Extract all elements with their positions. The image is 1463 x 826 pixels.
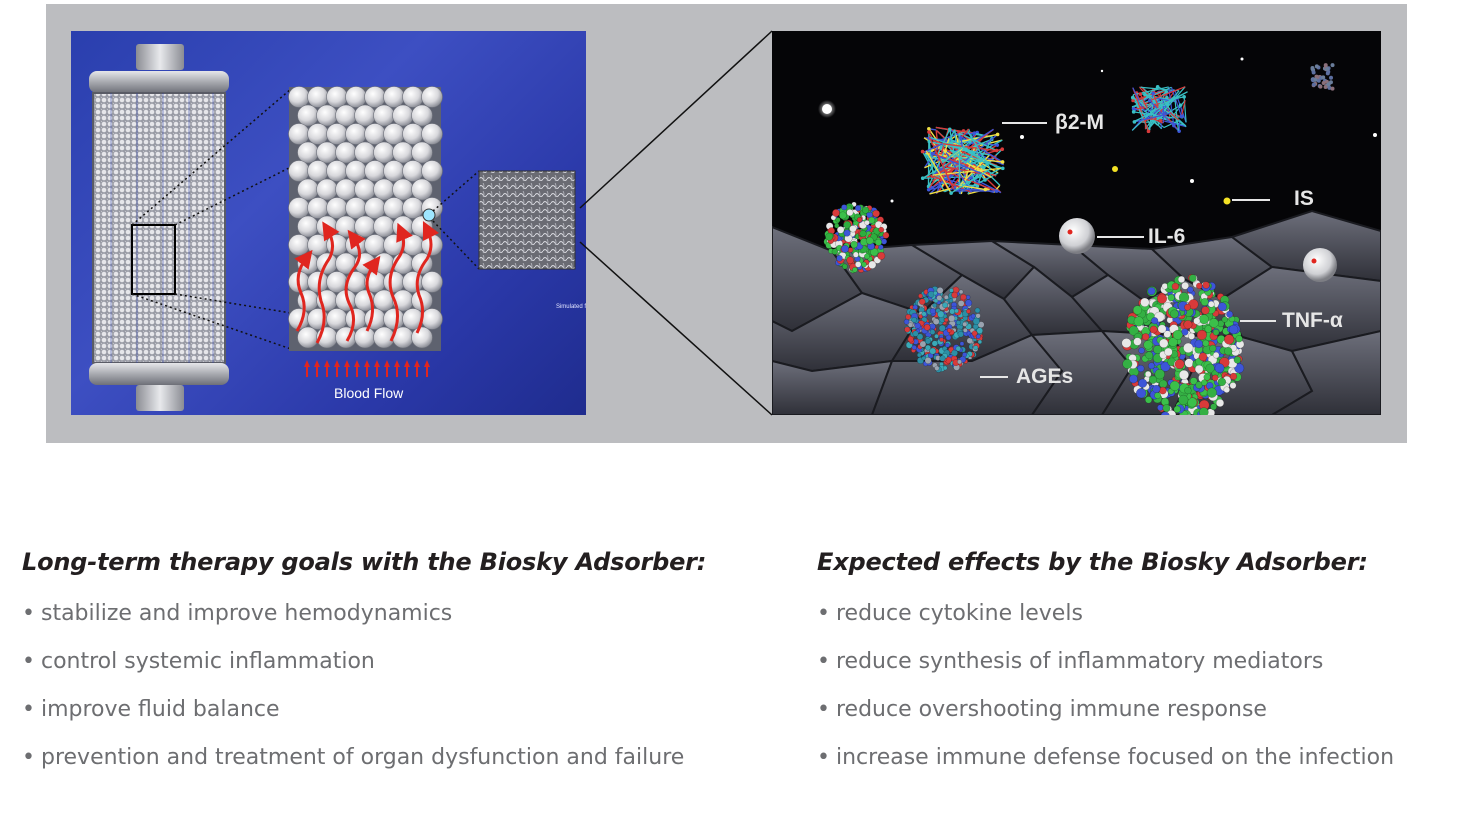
label-interleukin-6: IL-6 bbox=[1148, 225, 1186, 248]
expected-effects-list: •reduce cytokine levels •reduce synthesi… bbox=[817, 590, 1394, 782]
label-indoxyl-sulfate: IS bbox=[1294, 187, 1314, 210]
bead-pore-micrograph bbox=[478, 170, 576, 270]
zoom-region-box bbox=[131, 224, 176, 295]
list-item: •reduce synthesis of inflammatory mediat… bbox=[817, 649, 1324, 674]
cartridge-bottom-fitting bbox=[136, 385, 184, 411]
list-item: •increase immune defense focused on the … bbox=[817, 745, 1395, 770]
illustrative-disclaimer: Simulated for illustrative purposes only bbox=[555, 304, 586, 310]
il6-particles bbox=[1059, 218, 1337, 282]
tnf-alpha-protein-cluster bbox=[1121, 273, 1245, 415]
pore-surface-graphic bbox=[772, 57, 1381, 415]
distant-molecule bbox=[1310, 63, 1335, 91]
label-beta2-microglobulin: β2-M bbox=[1055, 111, 1104, 134]
label-leader-lines bbox=[980, 122, 1276, 378]
ages-protein-cluster bbox=[903, 285, 985, 373]
therapy-goals-heading: Long-term therapy goals with the Biosky … bbox=[22, 548, 707, 576]
cartridge-top-fitting bbox=[136, 44, 184, 70]
beta2-microglobulin-molecule bbox=[920, 126, 1005, 195]
highlighted-bead bbox=[422, 208, 436, 222]
list-item: •control systemic inflammation bbox=[22, 649, 375, 674]
therapy-goals-section: Long-term therapy goals with the Biosky … bbox=[22, 548, 706, 782]
flow-path-arrows bbox=[294, 220, 440, 344]
therapy-goals-list: •stabilize and improve hemodynamics •con… bbox=[22, 590, 706, 782]
label-ages: AGEs bbox=[1016, 365, 1074, 388]
list-item: •prevention and treatment of organ dysfu… bbox=[22, 745, 685, 770]
cartridge-body bbox=[92, 92, 226, 364]
list-item: •reduce cytokine levels bbox=[817, 601, 1083, 626]
zoom-guide-lines bbox=[131, 88, 292, 350]
protein-cluster-left bbox=[823, 201, 890, 274]
expected-effects-section: Expected effects by the Biosky Adsorber:… bbox=[817, 548, 1394, 782]
background-particles bbox=[818, 57, 1377, 203]
label-tnf-alpha: TNF-α bbox=[1282, 309, 1343, 332]
adsorber-bead-column bbox=[288, 86, 443, 351]
molecular-adsorption-illustration: β2-M IS IL-6 TNF-α AGEs bbox=[772, 31, 1381, 415]
adsorber-cartridge-graphic bbox=[89, 44, 576, 411]
list-item: •improve fluid balance bbox=[22, 697, 280, 722]
cartridge-bottom-cap bbox=[89, 363, 229, 385]
adsorber-illustration: Simulated for illustrative purposes only… bbox=[71, 31, 586, 415]
expected-effects-heading: Expected effects by the Biosky Adsorber: bbox=[817, 548, 1368, 576]
pore-surface bbox=[772, 209, 1381, 415]
beta2-microglobulin-molecule-2 bbox=[1130, 84, 1188, 134]
blood-flow-arrows bbox=[304, 360, 430, 377]
indoxyl-sulfate-particles bbox=[1112, 166, 1231, 205]
list-item: •reduce overshooting immune response bbox=[817, 697, 1267, 722]
cartridge-top-cap bbox=[89, 71, 229, 93]
blood-flow-label: Blood Flow bbox=[334, 385, 404, 401]
list-item: •stabilize and improve hemodynamics bbox=[22, 601, 453, 626]
